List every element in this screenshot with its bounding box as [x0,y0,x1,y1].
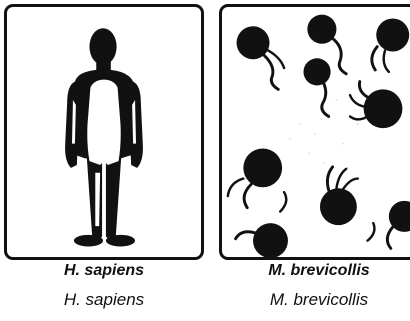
choanoflagellate-cells-icon [222,7,410,257]
panel-m-brevicollis [219,4,410,260]
caption-m-brevicollis: M. brevicollis [219,290,410,310]
caption-m-brevicollis-bold: M. brevicollis [219,262,410,280]
caption-h-sapiens-bold: H. sapiens [4,262,204,280]
human-figure-icon [7,7,201,257]
caption-h-sapiens: H. sapiens [4,290,204,310]
panel-h-sapiens [4,4,204,260]
